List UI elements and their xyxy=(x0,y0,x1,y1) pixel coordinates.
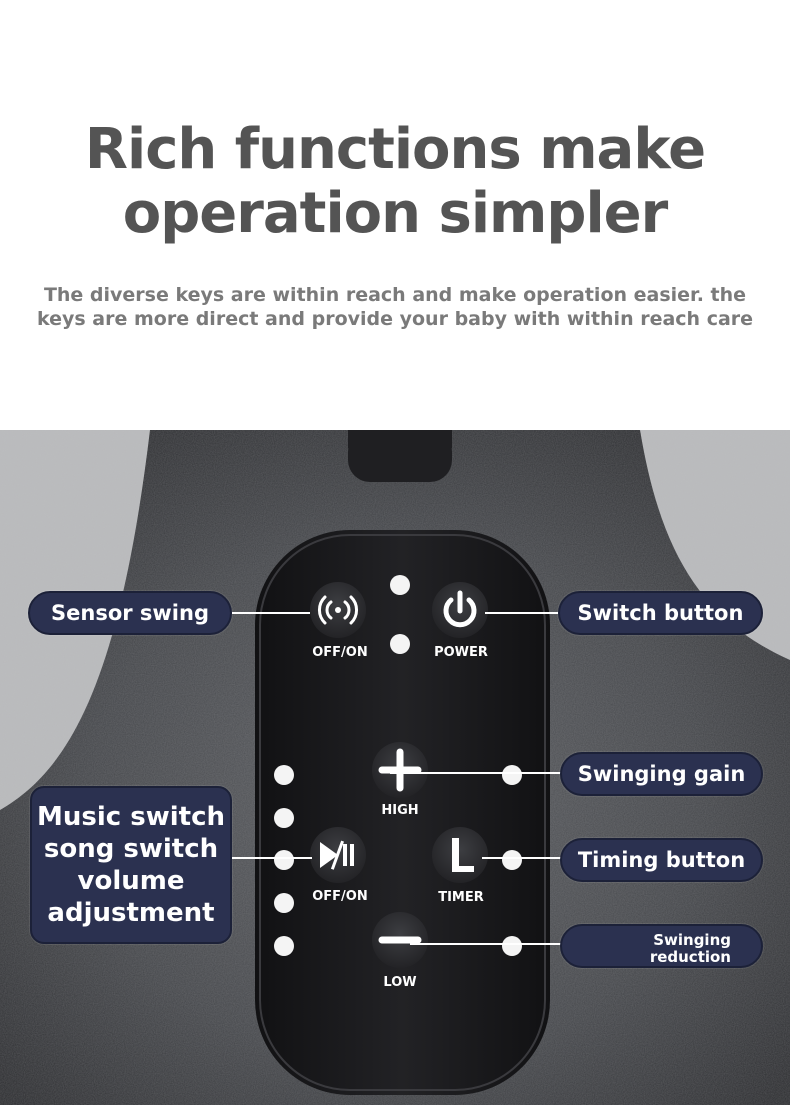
letter-l-icon xyxy=(452,838,474,872)
music-line-3: volume xyxy=(77,866,185,896)
header: Rich functions make operation simpler Th… xyxy=(0,0,790,430)
music-offon-label: OFF/ON xyxy=(312,889,368,904)
subtitle: The diverse keys are within reach and ma… xyxy=(36,284,754,330)
reduction-line-1: Swinging xyxy=(653,931,731,949)
music-switch-callout: Music switch song switch volume adjustme… xyxy=(30,786,232,944)
music-line-4: adjustment xyxy=(47,898,215,928)
leader-lines xyxy=(232,612,562,945)
title-line-2: operation simpler xyxy=(122,181,669,246)
music-line-1: Music switch xyxy=(37,802,225,832)
title-line-1: Rich functions make xyxy=(84,117,706,182)
swinging-reduction-callout: Swinging reduction xyxy=(560,924,763,968)
timing-button-callout: Timing button xyxy=(560,838,763,882)
sensor-swing-callout: Sensor swing xyxy=(28,591,232,635)
sensor-offon-label: OFF/ON xyxy=(312,645,368,660)
page-title: Rich functions make operation simpler xyxy=(0,118,790,246)
timer-label: TIMER xyxy=(438,890,484,905)
reduction-line-2: reduction xyxy=(649,948,731,966)
music-line-2: song switch xyxy=(43,834,219,864)
wireless-signal-icon xyxy=(318,595,358,625)
power-label: POWER xyxy=(434,645,488,660)
power-icon xyxy=(443,590,477,628)
high-label: HIGH xyxy=(381,803,419,818)
plus-icon xyxy=(378,748,422,792)
play-pause-icon xyxy=(320,840,354,870)
low-label: LOW xyxy=(383,975,417,990)
switch-button-callout: Switch button xyxy=(558,591,763,635)
control-panel xyxy=(255,530,550,1095)
swinging-gain-callout: Swinging gain xyxy=(560,752,763,796)
